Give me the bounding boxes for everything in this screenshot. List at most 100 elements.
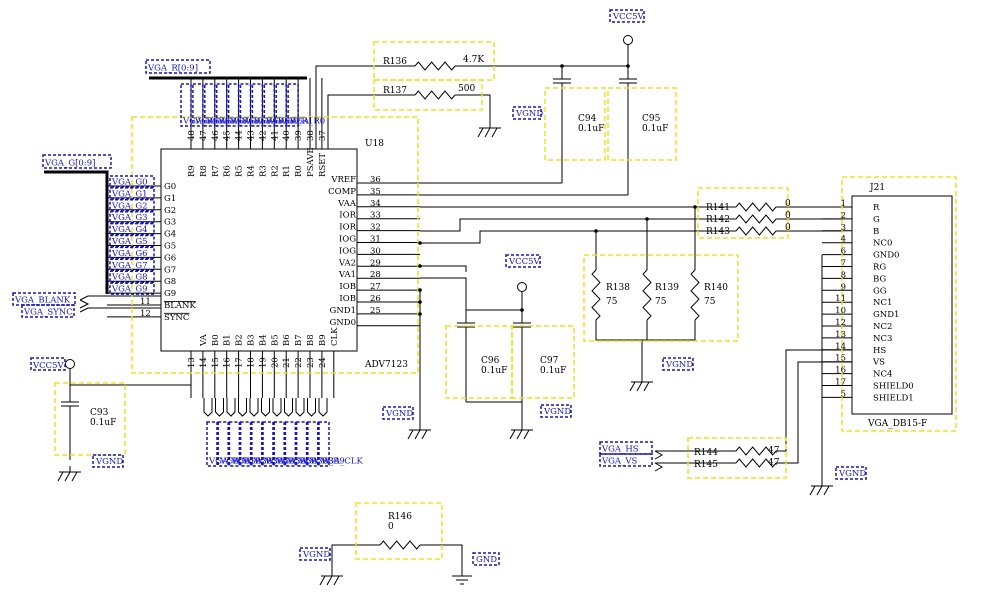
wire — [420, 265, 467, 272]
net-vga-b: VGA_B8 — [298, 457, 334, 467]
port-arrow — [284, 398, 293, 417]
pin-name: VAA — [337, 199, 357, 209]
wire-vgnd — [331, 544, 380, 570]
net-vga-g-frame — [109, 234, 155, 248]
ground-tick — [823, 485, 830, 496]
pin-number: 11 — [140, 297, 151, 307]
pin-number: 31 — [370, 235, 381, 245]
ground-tick — [421, 429, 428, 440]
r145-value: 47 — [768, 458, 780, 468]
c93-ref: C93 — [90, 408, 109, 418]
pin-name: VA2 — [338, 258, 356, 268]
net-sync-frame — [21, 304, 75, 318]
vgnd-frame — [382, 406, 414, 420]
r146-ref: R146 — [388, 512, 412, 522]
pin-name: B1 — [223, 334, 233, 346]
pin-number: 30 — [370, 246, 381, 256]
pin-number: 47 — [199, 130, 209, 141]
junction-dot — [693, 205, 697, 209]
pin-name: NC2 — [873, 322, 892, 332]
resistor-symbol — [591, 269, 601, 321]
net-vga-g-frame — [109, 175, 155, 188]
j21-body — [851, 195, 953, 415]
gnd-label: GND — [476, 555, 497, 565]
vgnd-frame — [92, 454, 124, 468]
net-vga-r-frame — [275, 83, 287, 127]
pin-number: 18 — [247, 357, 257, 368]
pin-number: 9 — [841, 282, 846, 292]
resistor-symbol — [642, 269, 652, 321]
pin-name: IOR — [339, 223, 356, 233]
pin-number: 26 — [370, 294, 381, 304]
c95-area — [607, 87, 677, 161]
power-terminal — [517, 282, 527, 292]
term-area — [583, 254, 739, 342]
vgnd-label: VGND — [543, 407, 571, 417]
pin-number: 29 — [370, 258, 381, 268]
c94-area — [544, 87, 606, 161]
vga-r-bus-label: VGA_R[0:9] — [147, 64, 198, 74]
junction-dot — [520, 308, 524, 312]
junction-dot — [418, 264, 422, 268]
wire-psave — [315, 65, 415, 149]
pin-name: R8 — [199, 165, 209, 177]
power-terminal — [65, 359, 75, 369]
vgnd-frame — [299, 547, 331, 561]
ground-tick — [636, 381, 643, 392]
pin-name: B7 — [294, 334, 304, 346]
pin-name: VS — [872, 358, 885, 368]
ground-tick — [414, 429, 421, 440]
hsvs-area — [687, 437, 787, 479]
pin-number: 12 — [835, 318, 846, 328]
ground-tick — [491, 127, 498, 138]
pin-name: R7 — [211, 165, 221, 177]
net-vga-g-frame — [109, 199, 155, 212]
port-arrow — [272, 398, 282, 417]
c96-area — [445, 325, 513, 399]
wire-r137 — [455, 94, 491, 128]
pin-name: G7 — [164, 265, 176, 275]
vcc-label: VCC5V — [508, 257, 541, 267]
resistor-symbol — [735, 202, 777, 212]
wire-rset — [327, 94, 415, 149]
pin-name: B2 — [235, 334, 245, 346]
pin-name: B0 — [211, 334, 221, 346]
pin-number: 35 — [370, 187, 381, 197]
wire-sync — [79, 307, 161, 313]
u18-part: ADV7123 — [364, 360, 408, 370]
net-vga-g-frame — [109, 270, 155, 283]
wire-va — [420, 277, 522, 311]
vgnd-frame — [835, 466, 867, 480]
net-vs-frame — [599, 453, 653, 467]
junction-dot — [418, 288, 422, 292]
vcc-label: VCC5V — [32, 361, 65, 371]
net-vga-r-frame — [204, 83, 216, 127]
ground-tick — [484, 127, 491, 138]
net-vga-g: VGA_G7 — [111, 261, 148, 271]
pin-name: B9 — [318, 334, 328, 346]
pin-name: SHIELD1 — [873, 393, 914, 403]
pin-name: GND1 — [873, 310, 899, 320]
net-vga-g-frame — [109, 187, 155, 200]
pin-number: 32 — [370, 223, 381, 233]
c96-ref: C96 — [481, 356, 500, 366]
net-vga-r-frame — [287, 83, 299, 127]
pin-name: GG — [873, 286, 887, 296]
pin-name: R9 — [187, 165, 197, 177]
port-arrow — [226, 398, 236, 417]
j21-ref: J21 — [869, 183, 885, 193]
wire-b — [420, 230, 736, 244]
wire-gnd — [420, 544, 463, 570]
vgnd-frame — [540, 404, 572, 418]
net-vs: VGA_VS — [601, 457, 637, 467]
net-vga-b-frame — [284, 421, 297, 467]
wires — [44, 44, 852, 586]
c95-ref: C95 — [642, 114, 661, 124]
net-vga-b-frame — [295, 421, 308, 467]
resistor-symbol — [414, 61, 456, 71]
pin-number: 44 — [235, 130, 245, 141]
ground-tick — [523, 429, 530, 440]
pin-name: NC3 — [873, 334, 892, 344]
junction-dot — [626, 64, 630, 68]
pin-name: BG — [873, 274, 886, 284]
